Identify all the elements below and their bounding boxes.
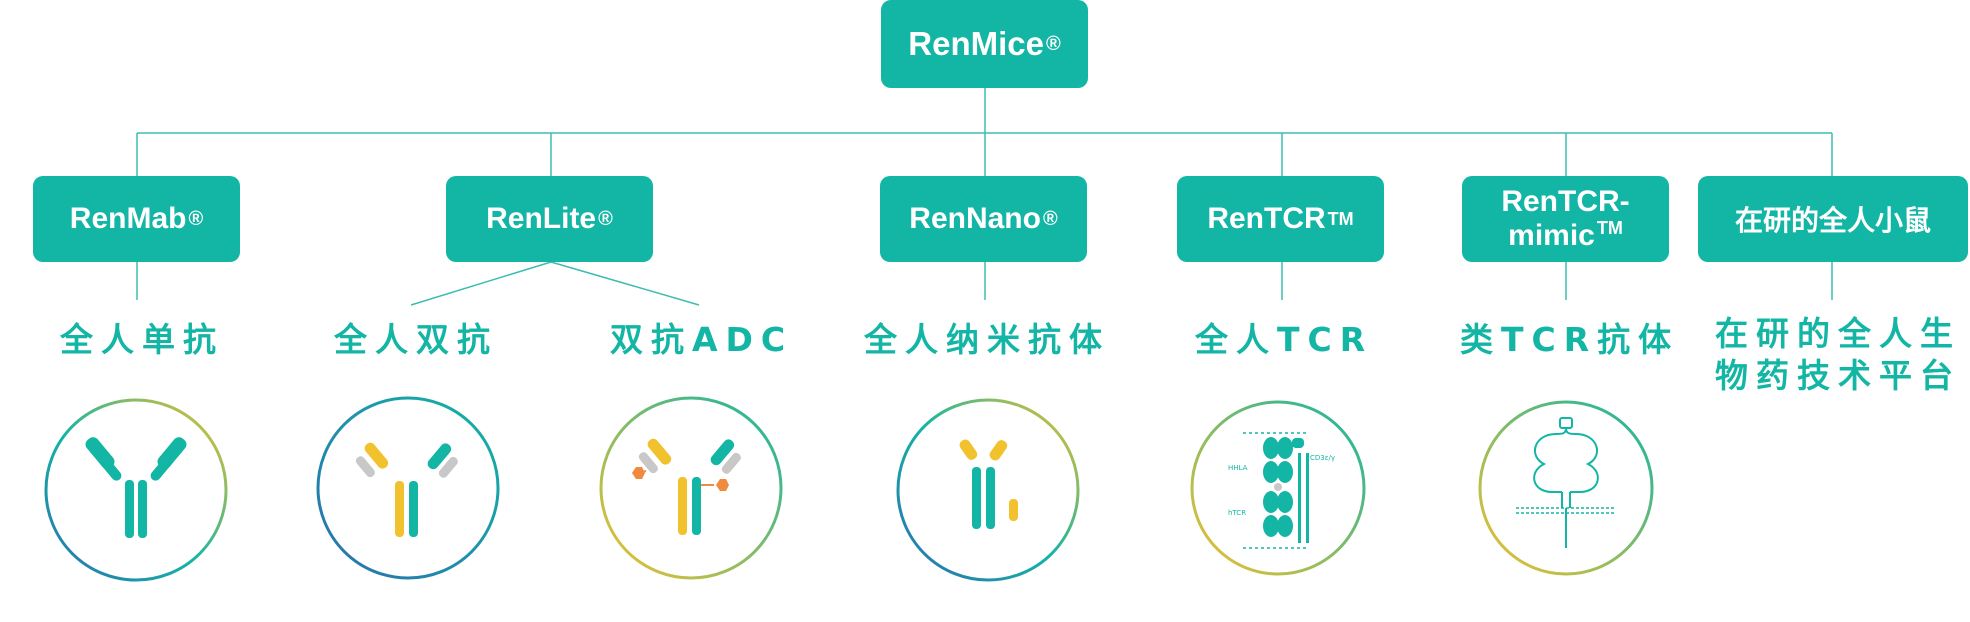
platform-label: RenLite xyxy=(486,202,597,235)
platform-node-in-development: 在研的全人小鼠 xyxy=(1698,176,1968,262)
nanobody-icon xyxy=(896,398,1080,582)
antibody-icon xyxy=(44,398,228,582)
platform-label: 在研的全人小鼠 xyxy=(1734,204,1931,237)
root-node-label: RenMice xyxy=(908,25,1044,62)
platform-node-rennano: RenNano® xyxy=(880,176,1087,262)
label-in-development-platform: 在研的全人生 物药技术平台 xyxy=(1708,313,1968,397)
bispecific-antibody-icon xyxy=(316,396,500,580)
bispecific-adc-icon xyxy=(599,396,783,580)
platform-label-line2: mimic xyxy=(1508,219,1595,252)
platform-label: RenMab xyxy=(69,202,187,235)
tcr-icon-text-htcr: hTCR xyxy=(1228,509,1246,517)
platform-node-renmab: RenMab ® xyxy=(33,176,240,262)
label-bispecific-adc: 双抗ADC xyxy=(610,320,794,359)
label-fully-human-mab: 全人单抗 xyxy=(60,320,224,359)
root-node-renmice: RenMice® xyxy=(881,0,1088,88)
platform-label: RenTCR xyxy=(1207,202,1326,235)
tcr-icon: HHLA hTCR CD3ε/γ xyxy=(1190,400,1366,576)
label-line-2: 物药技术平台 xyxy=(1715,356,1961,395)
label-line-1: 在研的全人生 xyxy=(1715,314,1961,353)
platform-label: RenTCR- xyxy=(1501,185,1630,218)
trademark-mark: TM xyxy=(1596,218,1623,238)
label-fully-human-tcr: 全人TCR xyxy=(1195,320,1374,359)
tcr-icon-text-cd3: CD3ε/γ xyxy=(1310,454,1335,462)
label-tcr-mimic-antibody: 类TCR抗体 xyxy=(1460,320,1680,359)
platform-node-renlite: RenLite ® xyxy=(446,176,653,262)
platform-label: RenNano xyxy=(909,202,1041,235)
label-fully-human-nanobody: 全人纳米抗体 xyxy=(864,320,1110,359)
tcr-mimic-icon xyxy=(1478,400,1654,576)
label-fully-human-bispecific: 全人双抗 xyxy=(334,320,498,359)
tcr-icon-text-hhla: HHLA xyxy=(1228,464,1248,472)
